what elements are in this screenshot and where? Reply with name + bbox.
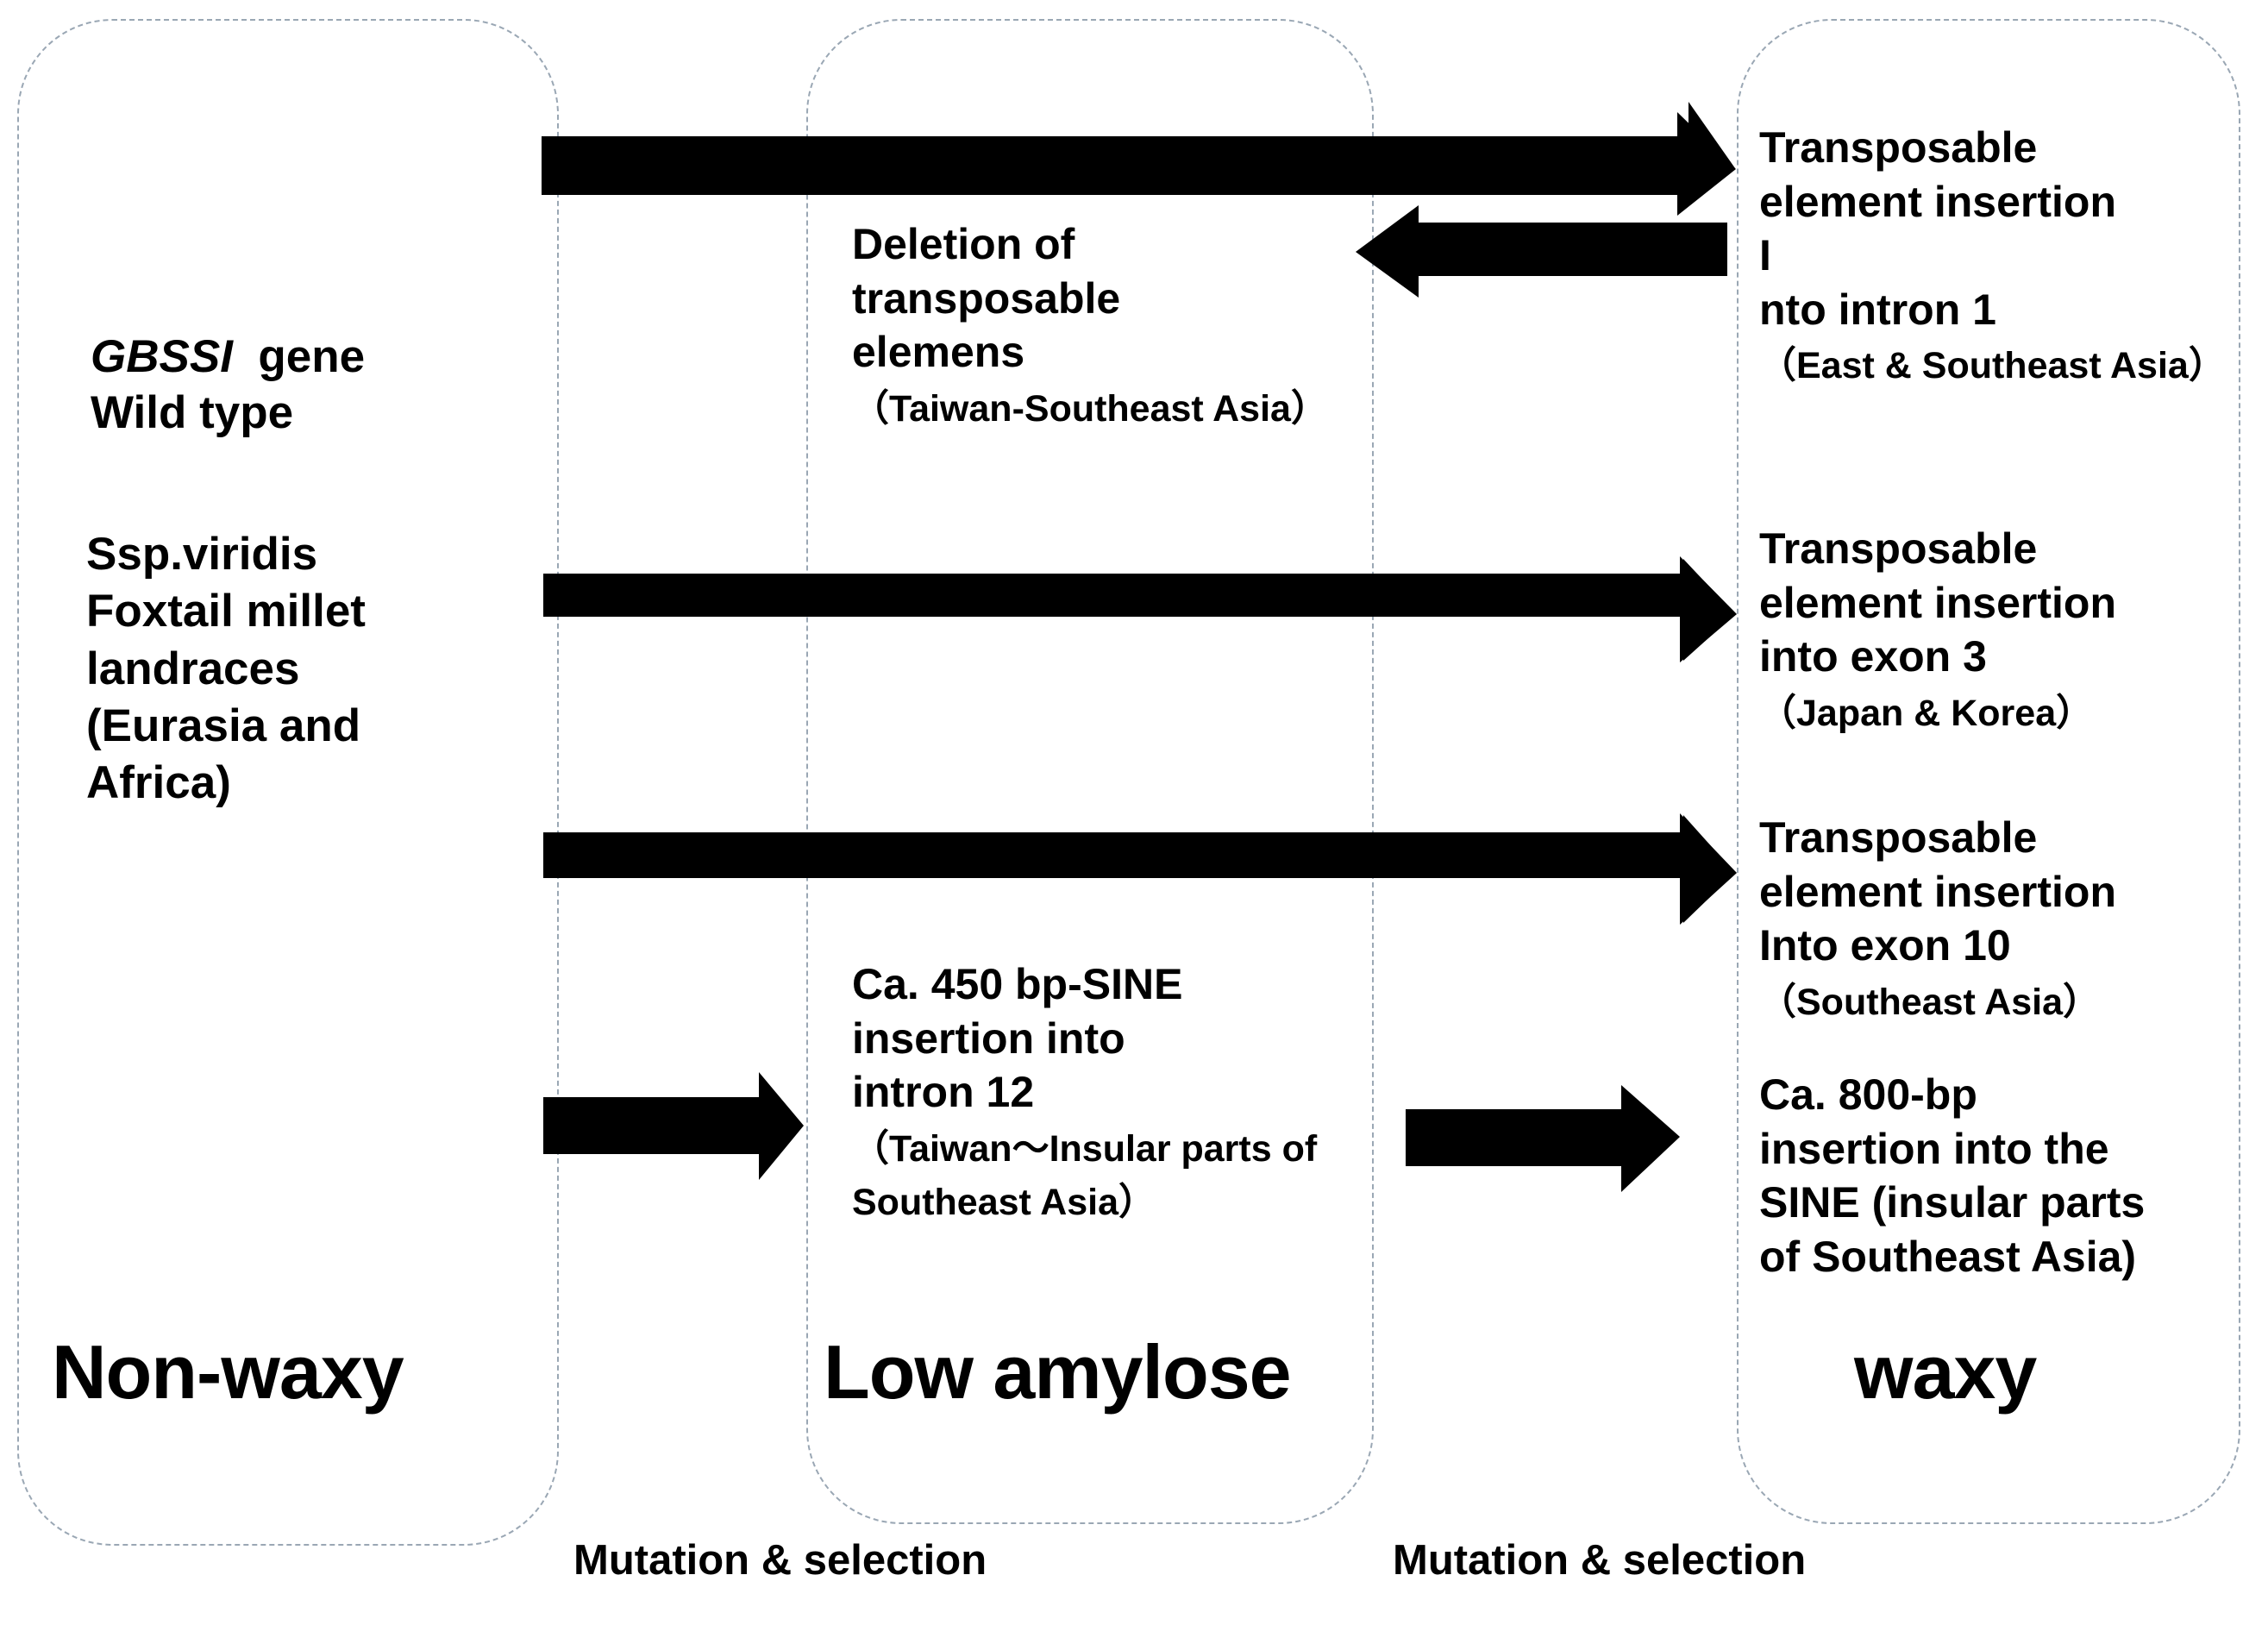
arrow-nonwaxy-to-waxy-exon3-head <box>1680 556 1737 662</box>
intron1-region-text: （East & Southeast Asia） <box>1759 345 2226 386</box>
deletion-transposable-text: Deletion of transposable elemens （Taiwan… <box>852 217 1369 433</box>
arrow-nonwaxy-to-lowamylose <box>543 1072 804 1180</box>
arrow-nonwaxy-to-waxy-intron1 <box>542 102 1735 195</box>
exon3-main-text: Transposable element insertion into exon… <box>1759 524 2116 681</box>
sine-main-text: Ca. 450 bp-SINE insertion into intron 12 <box>852 960 1183 1116</box>
exon10-region-text: （Southeast Asia） <box>1759 981 2101 1023</box>
deletion-region-text: （Taiwan-Southeast Asia） <box>852 387 1328 430</box>
phenotype-label-waxy: waxy <box>1854 1329 2037 1415</box>
intron1-main-text: Transposable element insertion I nto int… <box>1759 123 2116 334</box>
sine-region-text: （Taiwan〜Insular parts of Southeast Asia） <box>852 1127 1328 1224</box>
phenotype-label-low-amylose: Low amylose <box>824 1329 1292 1415</box>
arrow-nonwaxy-to-waxy-exon3 <box>543 559 1735 661</box>
sine-800bp-insertion-text: Ca. 800-bp insertion into the SINE (insu… <box>1759 1070 2146 1281</box>
arrow-lowamylose-to-waxy <box>1406 1085 1680 1192</box>
phenotype-label-non-waxy: Non-waxy <box>52 1329 404 1415</box>
te-insertion-exon3-text: Transposable element insertion into exon… <box>1759 522 2242 737</box>
deletion-main-text: Deletion of transposable elemens <box>852 220 1121 376</box>
gbssi-italic-name: GBSSI <box>91 331 233 382</box>
sine-insertion-intron12-text: Ca. 450 bp-SINE insertion into intron 12… <box>852 957 1378 1227</box>
wild-type-label: Wild type <box>91 386 294 438</box>
gbssi-gene-word: gene <box>232 331 366 382</box>
origin-landraces-text: Ssp.viridis Foxtail millet landraces (Eu… <box>86 529 366 808</box>
stage-box-low-amylose <box>806 19 1374 1524</box>
arrow-nonwaxy-to-waxy-intron1-head <box>1677 112 1736 216</box>
te-insertion-exon10-text: Transposable element insertion Into exon… <box>1759 811 2242 1026</box>
arrow-waxy-to-lowamylose-deletion <box>1356 205 1727 298</box>
stage-box-non-waxy <box>17 19 559 1546</box>
te-insertion-intron1-text: Transposable element insertion I nto int… <box>1759 121 2242 391</box>
arrow-nonwaxy-to-waxy-exon10-head <box>1680 813 1737 925</box>
stage-box-waxy <box>1737 19 2240 1524</box>
arrow-nonwaxy-to-waxy-exon10 <box>543 815 1735 923</box>
mutation-selection-caption-left: Mutation & selection <box>573 1537 987 1584</box>
exon10-main-text: Transposable element insertion Into exon… <box>1759 813 2116 969</box>
exon3-region-text: （Japan & Korea） <box>1759 692 2094 734</box>
mutation-selection-caption-right: Mutation & selection <box>1393 1537 1807 1584</box>
